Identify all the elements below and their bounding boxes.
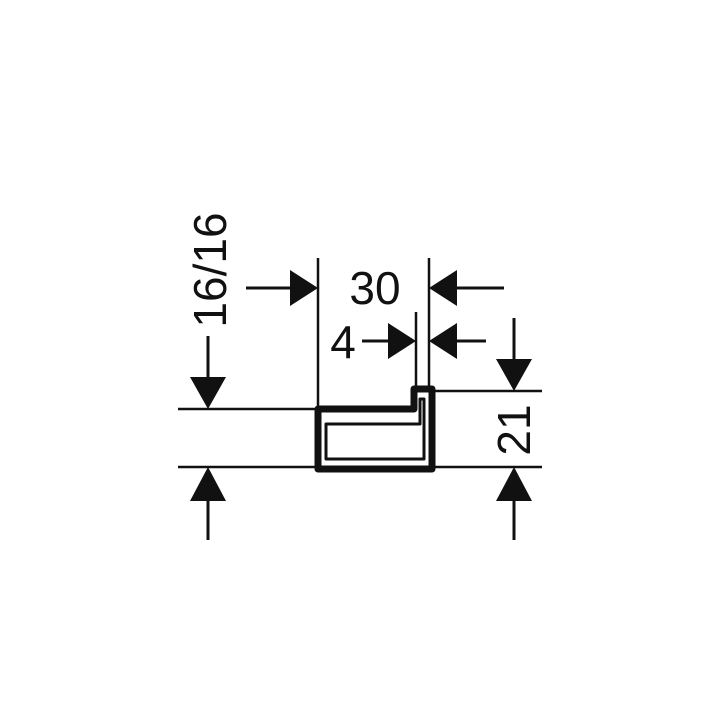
dim-4-arrow-left [388,323,416,359]
dim-16-16-label: 16/16 [184,212,236,327]
dim-16-arrow-up [190,467,226,501]
dim-30-label: 30 [349,262,400,314]
profile-inner-outline [324,397,426,461]
dim-30-arrow-right [429,270,457,306]
dim-21-arrow-up [496,467,532,501]
dim-4-label: 4 [330,316,356,368]
profile-outline [314,385,436,473]
dim-30-arrow-left [290,270,318,306]
dim-21-label: 21 [488,404,540,455]
dim-16-arrow-down [190,377,226,409]
dim-21-arrow-down [496,359,532,391]
dim-4-arrow-right [429,323,457,359]
